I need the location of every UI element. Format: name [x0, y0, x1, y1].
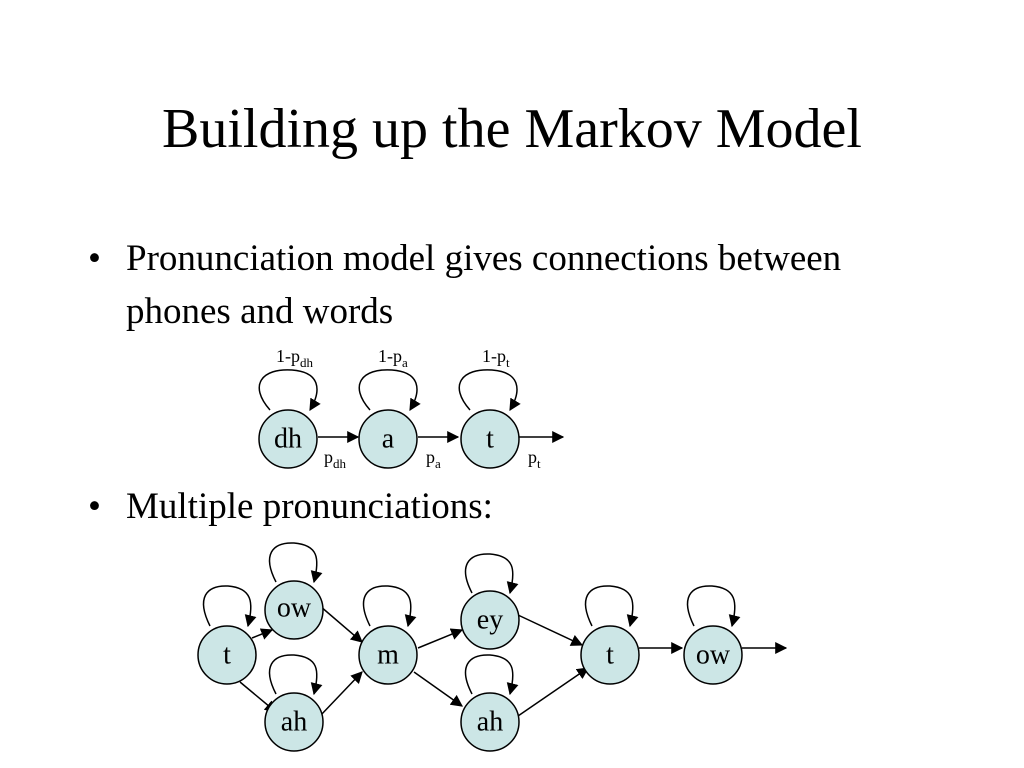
transition-edge [417, 628, 464, 649]
self-loop-edge [258, 369, 321, 412]
state-node-ow-final: ow [683, 625, 743, 685]
state-node-ey: ey [460, 590, 520, 650]
self-loop-edge [358, 369, 421, 412]
transition-prob-a: pa [426, 447, 441, 471]
state-node-dh: dh [258, 409, 318, 469]
state-label: t [223, 640, 231, 671]
state-node-t: t [460, 409, 520, 469]
transition-edge [413, 671, 463, 707]
self-loop-edge [686, 585, 741, 628]
bullet-text: Pronunciation model gives connections be… [126, 238, 842, 332]
bullet-symbol: • [88, 238, 101, 279]
self-loop-prob-dh: 1-pdh [276, 346, 314, 370]
self-loop-edge [362, 585, 417, 628]
state-node-m: m [358, 625, 418, 685]
state-label: ow [277, 593, 312, 624]
self-loop-edge [464, 553, 519, 595]
transition-prob-dh: pdh [324, 447, 347, 471]
self-loop-prob-a: 1-pa [378, 346, 408, 370]
bullet-item-multiple-pronunciations: • Multiple pronunciations: [88, 480, 888, 533]
state-label: a [382, 424, 395, 455]
self-loop-edge [268, 654, 323, 696]
self-loop-edge [458, 369, 521, 412]
self-loop-edge [584, 585, 639, 628]
state-node-ah-lower-1: ah [264, 692, 324, 752]
state-node-t-start: t [197, 625, 257, 685]
state-label: ah [477, 707, 503, 738]
state-label: t [606, 640, 614, 671]
self-loop-prob-t: 1-pt [482, 346, 510, 370]
slide-title: Building up the Markov Model [162, 98, 862, 160]
bullet-item-pronunciation-model: • Pronunciation model gives connections … [88, 232, 888, 338]
transition-edge [517, 614, 584, 646]
state-node-t-end: t [580, 625, 640, 685]
self-loop-edge [268, 542, 323, 584]
transition-edge [319, 671, 363, 717]
bullet-symbol: • [88, 486, 101, 527]
state-label: t [486, 424, 494, 455]
bullet-text: Multiple pronunciations: [126, 486, 493, 527]
state-node-a: a [358, 409, 418, 469]
self-loop-edge [202, 585, 257, 628]
state-label: ow [696, 640, 731, 671]
self-loop-edge [464, 654, 519, 696]
transition-edge [251, 628, 274, 640]
state-label: ah [281, 707, 307, 738]
transition-prob-t: pt [528, 447, 541, 471]
state-node-ow-upper: ow [264, 580, 324, 640]
state-node-ah-lower-2: ah [460, 692, 520, 752]
transition-edge [517, 667, 589, 717]
transition-edge [319, 605, 363, 643]
state-label: m [377, 640, 399, 671]
state-label: dh [274, 424, 302, 455]
diagram-multiple-pronunciations: t ow ah m ey ah t ow [197, 542, 788, 752]
state-label: ey [477, 605, 503, 636]
diagram-single-pronunciation: dh a t 1-pdh 1-pa 1-pt pdh pa pt [258, 346, 565, 471]
